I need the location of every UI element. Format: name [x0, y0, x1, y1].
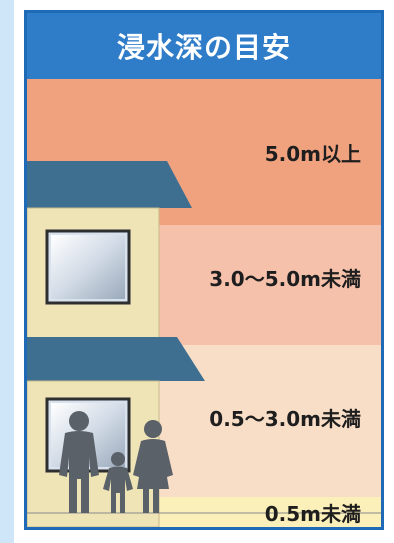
- card-title: 浸水深の目安: [27, 13, 381, 79]
- upper-window-glass: [51, 235, 125, 299]
- band-label-below-05m: 0.5m未満: [264, 502, 361, 526]
- band-label-5m-above: 5.0m以上: [264, 142, 361, 166]
- band-label-3-5m: 3.0～5.0m未満: [209, 267, 361, 291]
- adult-person-icon: [59, 411, 99, 513]
- child-person-icon: [103, 452, 133, 513]
- house-illustration: [27, 161, 381, 527]
- woman-person-icon: [133, 420, 173, 513]
- upper-roof-icon: [27, 161, 192, 208]
- band-label-05-3m: 0.5～3.0m未満: [209, 407, 361, 431]
- lower-roof-icon: [27, 337, 205, 381]
- title-text: 浸水深の目安: [116, 31, 291, 64]
- side-strip: [0, 0, 14, 543]
- flood-depth-card: 浸水深の目安: [24, 10, 384, 530]
